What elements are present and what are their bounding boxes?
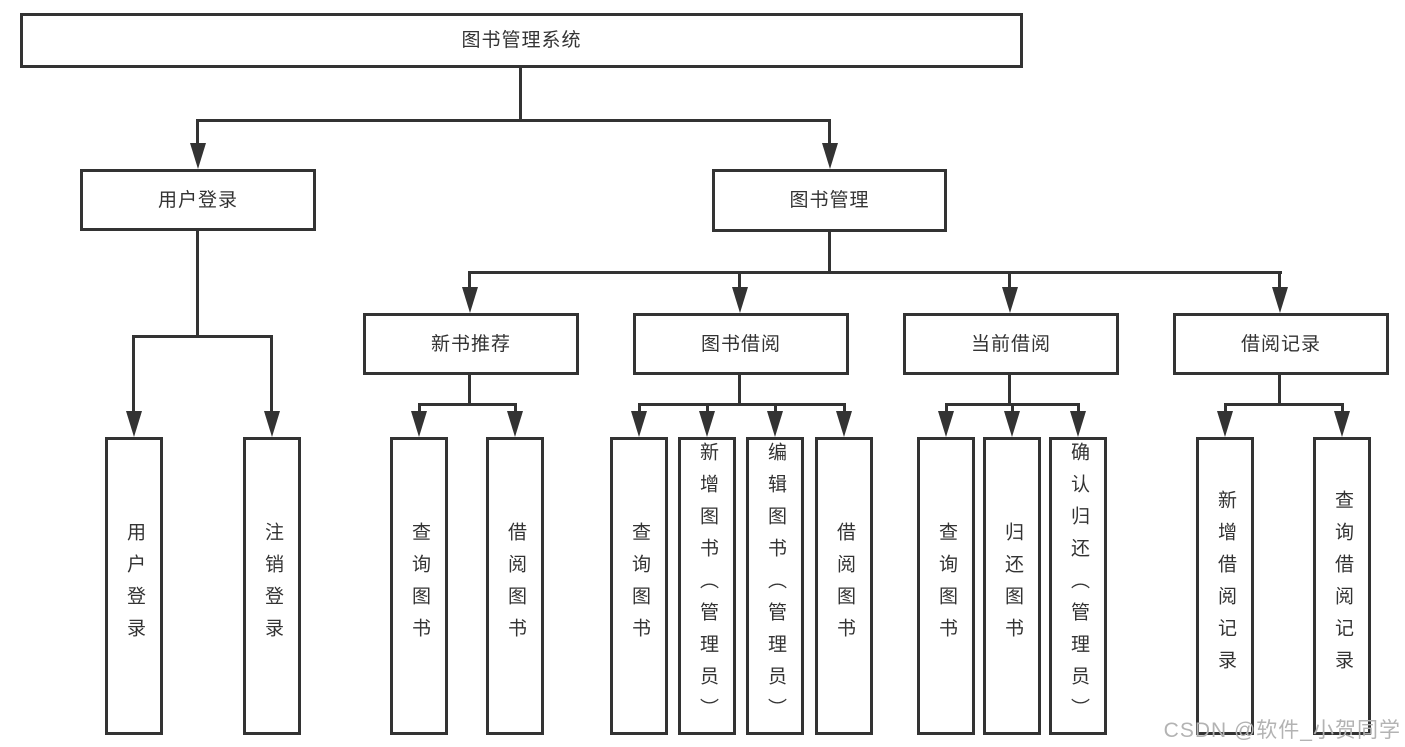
leaf-borrow-add-admin: 新增图书（管理员） <box>678 437 736 735</box>
connector-book-management-stem <box>828 232 831 273</box>
arrowhead-down-icon <box>1272 287 1288 313</box>
connector-current-borrow-stem <box>1008 374 1011 406</box>
leaf-current-query-label: 查询图书 <box>935 522 957 650</box>
connector-drop-section <box>1278 271 1281 289</box>
watermark: CSDN @软件_小贺同学 <box>1163 719 1401 742</box>
connector-drop-section <box>1008 271 1011 289</box>
node-book-management-label: 图书管理 <box>789 190 870 211</box>
arrowhead-down-icon <box>190 143 206 169</box>
node-root: 图书管理系统 <box>20 13 1023 68</box>
connector-level3-rail <box>470 271 1282 274</box>
leaf-borrow-add-admin-label: 新增图书（管理员） <box>696 442 718 730</box>
leaf-records-query-label: 查询借阅记录 <box>1331 490 1353 682</box>
leaf-records-add: 新增借阅记录 <box>1196 437 1254 735</box>
arrowhead-down-icon <box>732 287 748 313</box>
connector-user-login-rail <box>133 335 273 338</box>
leaf-records-query: 查询借阅记录 <box>1313 437 1371 735</box>
connector-book-borrow-stem <box>738 374 741 406</box>
leaf-current-return-label: 归还图书 <box>1001 522 1023 650</box>
leaf-borrow-query-label: 查询图书 <box>628 522 650 650</box>
arrowhead-down-icon <box>938 411 954 437</box>
connector-drop-leaf <box>132 335 135 413</box>
leaf-logout: 注销登录 <box>243 437 301 735</box>
arrowhead-down-icon <box>822 143 838 169</box>
connector-book-borrow-rail <box>639 403 846 406</box>
connector-drop-leaf <box>1011 403 1014 415</box>
arrowhead-down-icon <box>836 411 852 437</box>
arrowhead-down-icon <box>1217 411 1233 437</box>
node-user-login: 用户登录 <box>80 169 316 231</box>
arrowhead-down-icon <box>767 411 783 437</box>
arrowhead-down-icon <box>1334 411 1350 437</box>
leaf-logout-label: 注销登录 <box>261 522 283 650</box>
arrowhead-down-icon <box>126 411 142 437</box>
arrowhead-down-icon <box>1004 411 1020 437</box>
leaf-borrow-edit-admin-label: 编辑图书（管理员） <box>764 442 786 730</box>
node-current-borrow-label: 当前借阅 <box>970 333 1051 355</box>
node-root-label: 图书管理系统 <box>461 30 582 51</box>
connector-drop-leaf <box>514 403 517 415</box>
connector-drop-section <box>468 271 471 289</box>
connector-borrow-records-rail <box>1225 403 1344 406</box>
arrowhead-down-icon <box>1070 411 1086 437</box>
leaf-current-query: 查询图书 <box>917 437 975 735</box>
leaf-borrow-book-label: 借阅图书 <box>833 522 855 650</box>
node-book-management: 图书管理 <box>712 169 947 232</box>
arrowhead-down-icon <box>631 411 647 437</box>
leaf-borrow-query: 查询图书 <box>610 437 668 735</box>
arrowhead-down-icon <box>507 411 523 437</box>
node-book-borrow: 图书借阅 <box>633 313 849 375</box>
leaf-newbooks-query-label: 查询图书 <box>408 522 430 650</box>
leaf-records-add-label: 新增借阅记录 <box>1214 490 1236 682</box>
leaf-borrow-book: 借阅图书 <box>815 437 873 735</box>
arrowhead-down-icon <box>462 287 478 313</box>
connector-drop-leaf <box>270 335 273 413</box>
arrowhead-down-icon <box>699 411 715 437</box>
connector-drop-leaf <box>1224 403 1227 415</box>
leaf-newbooks-query: 查询图书 <box>390 437 448 735</box>
node-book-borrow-label: 图书借阅 <box>700 333 781 355</box>
connector-drop-leaf <box>1077 403 1080 415</box>
connector-drop-leaf <box>418 403 421 415</box>
connector-drop-leaf <box>638 403 641 415</box>
arrowhead-down-icon <box>264 411 280 437</box>
node-user-login-label: 用户登录 <box>157 189 238 211</box>
arrowhead-down-icon <box>1002 287 1018 313</box>
connector-level1-rail <box>197 119 831 122</box>
leaf-newbooks-borrow: 借阅图书 <box>486 437 544 735</box>
node-new-books-label: 新书推荐 <box>430 333 511 355</box>
connector-new-books-stem <box>468 374 471 406</box>
node-current-borrow: 当前借阅 <box>903 313 1119 375</box>
connector-root-stem <box>519 68 522 119</box>
connector-drop-book-management <box>828 119 831 147</box>
node-borrow-records-label: 借阅记录 <box>1240 333 1321 355</box>
connector-drop-leaf <box>1341 403 1344 415</box>
node-new-books: 新书推荐 <box>363 313 579 375</box>
connector-drop-leaf <box>843 403 846 415</box>
node-borrow-records: 借阅记录 <box>1173 313 1389 375</box>
connector-new-books-rail <box>419 403 517 406</box>
connector-drop-leaf <box>945 403 948 415</box>
leaf-borrow-edit-admin: 编辑图书（管理员） <box>746 437 804 735</box>
connector-drop-user-login <box>196 119 199 147</box>
leaf-user-login-label: 用户登录 <box>123 522 145 650</box>
connector-borrow-records-stem <box>1278 374 1281 406</box>
leaf-user-login: 用户登录 <box>105 437 163 735</box>
arrowhead-down-icon <box>411 411 427 437</box>
leaf-current-return: 归还图书 <box>983 437 1041 735</box>
connector-user-login-stem <box>196 231 199 335</box>
connector-drop-leaf <box>774 403 777 415</box>
connector-drop-section <box>738 271 741 289</box>
leaf-current-confirm-admin-label: 确认归还（管理员） <box>1067 442 1089 730</box>
leaf-current-confirm-admin: 确认归还（管理员） <box>1049 437 1107 735</box>
connector-drop-leaf <box>706 403 709 415</box>
leaf-newbooks-borrow-label: 借阅图书 <box>504 522 526 650</box>
